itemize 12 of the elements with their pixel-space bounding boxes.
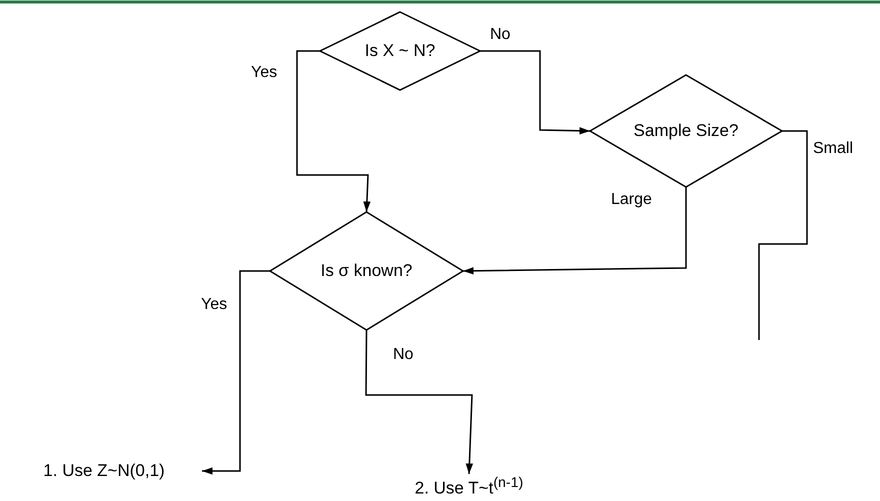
arrow <box>462 187 687 275</box>
decision-diamond: Sample Size? <box>590 75 782 187</box>
arrow <box>480 50 590 134</box>
result-text: 1. Use Z~N(0,1) <box>6 459 202 483</box>
arrow <box>202 270 270 475</box>
decision-diamond: Is σ known? <box>270 212 463 330</box>
connector-line <box>758 130 808 340</box>
decision-diamond: Is X ~ N? <box>320 12 480 90</box>
arrow <box>296 50 371 212</box>
result-text: 2. Use T~t$^{(n-1)}$ <box>384 474 554 500</box>
edge-label: Large <box>610 191 653 209</box>
arrow <box>365 330 474 474</box>
